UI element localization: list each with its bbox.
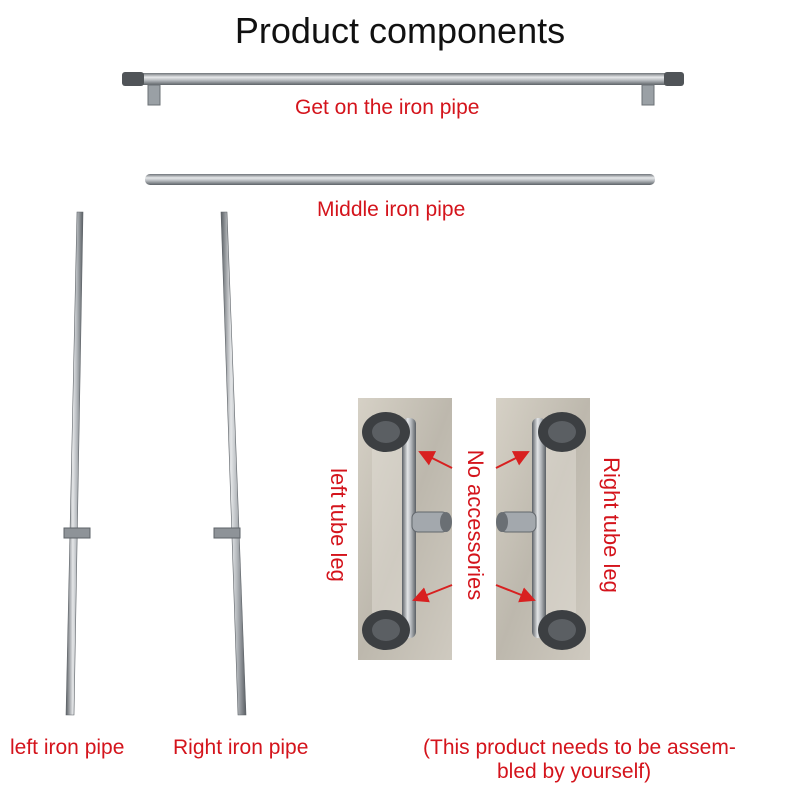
left-tube-leg-photo <box>358 398 452 660</box>
left-pipe-label: left iron pipe <box>10 736 125 759</box>
accessory-arrows <box>412 451 536 603</box>
right-tube-leg-label: Right tube leg <box>599 457 624 593</box>
top-iron-pipe <box>122 72 684 106</box>
right-pipe-label: Right iron pipe <box>173 736 309 759</box>
assembly-note-line2: bled by yourself) <box>497 760 652 783</box>
no-accessories-label: No accessories <box>463 449 488 601</box>
top-pipe-label: Get on the iron pipe <box>295 96 480 119</box>
middle-iron-pipe <box>145 174 655 185</box>
right-tube-leg-photo <box>496 398 590 660</box>
page-title: Product components <box>234 10 566 51</box>
left-tube-leg-label: left tube leg <box>326 468 351 582</box>
middle-pipe-label: Middle iron pipe <box>317 198 466 221</box>
right-iron-pipe <box>213 211 247 716</box>
left-iron-pipe <box>63 211 91 716</box>
assembly-note-line1: (This product needs to be assem- <box>423 736 736 759</box>
